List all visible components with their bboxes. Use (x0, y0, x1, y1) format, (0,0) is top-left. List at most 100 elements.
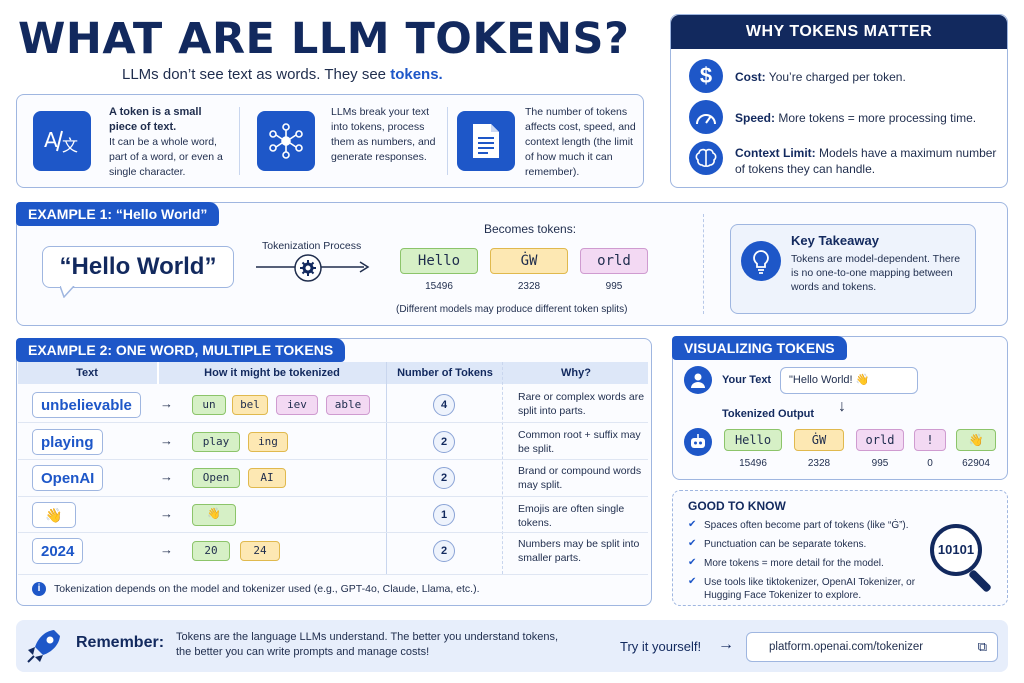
svg-text:文: 文 (62, 136, 78, 155)
token-chip: Open (192, 468, 240, 488)
takeaway-title: Key Takeaway (791, 233, 879, 248)
token-chip: ing (248, 432, 288, 452)
gtk-item: Use tools like tiktokenizer, OpenAI Toke… (704, 577, 916, 601)
token-chip: 20 (192, 541, 230, 561)
check-icon: ✔ (688, 538, 697, 549)
token-chip: Hello (724, 429, 782, 451)
remember-label: Remember: (76, 634, 165, 651)
why-title: WHY TOKENS MATTER (671, 15, 1007, 49)
table-row-word: unbelievable (32, 392, 141, 418)
divider (239, 107, 240, 175)
down-arrow-icon: ↓ (838, 398, 846, 415)
why-cost: Cost: You’re charged per token. (735, 70, 906, 84)
intro-text-3: The number of tokens affects cost, speed… (525, 106, 636, 178)
check-icon: ✔ (688, 519, 697, 530)
page-subtitle: LLMs don’t see text as words. They see t… (122, 66, 443, 83)
token-id: 15496 (425, 281, 453, 292)
speedometer-icon (689, 100, 723, 134)
divider (447, 107, 448, 175)
check-icon: ✔ (688, 557, 697, 568)
token-chip: bel (232, 395, 268, 415)
row-divider (18, 459, 648, 460)
col-header: Why? (561, 367, 591, 379)
network-icon (257, 111, 315, 171)
gtk-item: Spaces often become part of tokens (like… (704, 520, 909, 531)
table-row-word: OpenAI (32, 465, 104, 491)
gtk-item: Punctuation can be separate tokens. (704, 539, 867, 550)
token-chip: orld (856, 429, 904, 451)
visualizing-tag: VISUALIZING TOKENS (672, 336, 847, 360)
why-context: Context Limit: Models have a maximum num… (735, 146, 997, 176)
table-row-word: 👋 (32, 502, 76, 528)
token-count: 4 (433, 394, 455, 416)
info-icon: i (32, 582, 46, 596)
row-divider (18, 422, 648, 423)
why-speed: Speed: More tokens = more processing tim… (735, 111, 977, 125)
robot-icon (684, 428, 712, 456)
token-chip: AI (248, 468, 286, 488)
token-count: 2 (433, 467, 455, 489)
remember-text: Tokens are the language LLMs understand.… (176, 631, 558, 658)
gtk-item: More tokens = more detail for the model. (704, 558, 884, 569)
check-icon: ✔ (688, 576, 697, 587)
rocket-icon (24, 626, 64, 671)
why-cell: Emojis are often single tokens. (518, 503, 625, 529)
row-divider (18, 574, 648, 575)
your-text-field: "Hello World! 👋 (780, 367, 918, 394)
token-id: 2328 (807, 458, 831, 469)
process-label: Tokenization Process (262, 240, 362, 252)
example1-note: (Different models may produce different … (396, 304, 628, 315)
example1-tag: EXAMPLE 1: “Hello World” (16, 202, 220, 226)
token-id: 62904 (962, 458, 990, 469)
why-cell: Numbers may be split into smaller parts. (518, 538, 640, 564)
intro-text-1: A token is a small piece of text. It can… (109, 106, 223, 178)
divider (386, 362, 387, 574)
divider (157, 362, 159, 384)
table-row-word: playing (32, 429, 103, 455)
token-id: 0 (927, 458, 933, 469)
your-text-label: Your Text (722, 374, 772, 386)
why-tokens-panel: WHY TOKENS MATTER $ Cost: You’re charged… (670, 14, 1008, 188)
col-header: Text (76, 367, 98, 379)
arrow-icon: → (160, 396, 173, 411)
token-chip: iev (276, 395, 318, 415)
token-chip: orld (580, 248, 648, 274)
speech-bubble: “Hello World” (42, 246, 234, 288)
token-chip: able (326, 395, 370, 415)
tokenizer-link[interactable]: platform.openai.com/tokenizer ⧉ (746, 632, 998, 662)
arrow-icon: → (160, 433, 173, 448)
token-chip: Hello (400, 248, 478, 274)
arrow-icon: → (160, 542, 173, 557)
token-count: 1 (433, 504, 455, 526)
arrow-icon: → (718, 636, 734, 653)
token-chip: 👋 (192, 504, 236, 526)
token-chip: play (192, 432, 240, 452)
takeaway-card: Key Takeaway Tokens are model-dependent.… (730, 224, 976, 314)
visualizing-panel (672, 336, 1008, 480)
arrow-icon: → (160, 469, 173, 484)
external-link-icon: ⧉ (977, 639, 987, 654)
table-footnote: Tokenization depends on the model and to… (54, 583, 480, 595)
row-divider (18, 532, 648, 533)
token-id: 995 (871, 458, 889, 469)
magnifier-icon: 10101 (930, 524, 982, 576)
good-to-know-title: GOOD TO KNOW (688, 499, 786, 513)
example2-tag: EXAMPLE 2: ONE WORD, MULTIPLE TOKENS (16, 338, 346, 362)
takeaway-text: Tokens are model-dependent. There is no … (791, 253, 961, 293)
divider (502, 362, 503, 574)
col-header: Number of Tokens (397, 367, 493, 379)
col-header: How it might be tokenized (204, 367, 340, 379)
why-cell: Brand or compound words may split. (518, 465, 642, 491)
arrow-icon: → (160, 506, 173, 521)
table-row-word: 2024 (32, 538, 84, 564)
why-cell: Rare or complex words are split into par… (518, 391, 645, 417)
lightbulb-icon (741, 241, 781, 281)
token-id: 15496 (739, 458, 767, 469)
output-label: Tokenized Output (722, 408, 815, 420)
table-header: Text How it might be tokenized Number of… (18, 362, 648, 384)
token-id: 995 (605, 281, 623, 292)
process-arrow (256, 254, 370, 282)
token-chip: ĠW (490, 248, 568, 274)
why-cell: Common root + suffix may be split. (518, 429, 641, 455)
